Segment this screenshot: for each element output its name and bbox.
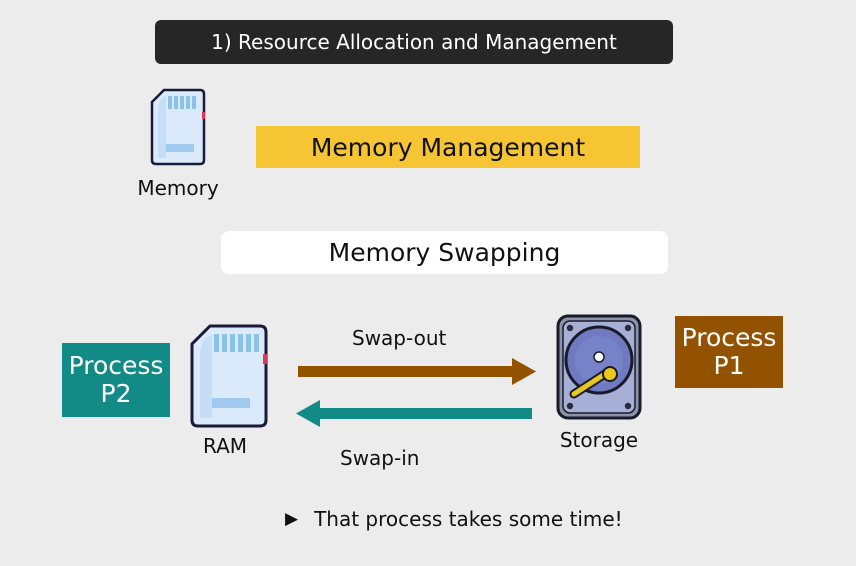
swap-in-arrow: [296, 400, 532, 427]
process-p2-label: Process P2: [68, 351, 164, 408]
note-line: ▶ That process takes some time!: [285, 507, 623, 531]
storage-label: Storage: [559, 428, 639, 452]
process-p2-box: Process P2: [62, 343, 170, 417]
hard-disk-icon: [556, 314, 642, 420]
memory-management-banner: Memory Management: [256, 126, 640, 168]
swap-in-label: Swap-in: [340, 446, 420, 470]
swap-arrows: [296, 358, 536, 427]
process-p1-label: Process P1: [681, 323, 777, 380]
note-text: That process takes some time!: [314, 507, 623, 531]
process-p1-box: Process P1: [675, 316, 783, 388]
ram-card-icon: [190, 324, 268, 428]
memory-swapping-box: Memory Swapping: [221, 231, 668, 274]
section-header-title: 1) Resource Allocation and Management: [211, 30, 617, 54]
memory-label: Memory: [137, 176, 219, 200]
swap-out-arrow: [298, 358, 536, 385]
play-bullet-icon: ▶: [285, 509, 299, 529]
section-header: 1) Resource Allocation and Management: [155, 20, 673, 64]
ram-label: RAM: [202, 434, 248, 458]
memory-swapping-title: Memory Swapping: [328, 238, 561, 267]
memory-management-title: Memory Management: [310, 132, 586, 162]
swap-out-label: Swap-out: [352, 326, 447, 350]
memory-card-icon: [150, 88, 206, 166]
